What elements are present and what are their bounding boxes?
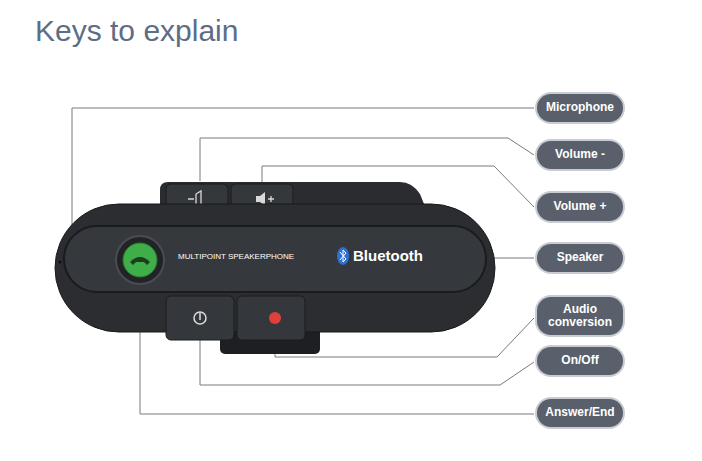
power-icon — [194, 312, 206, 324]
microphone-hole — [59, 261, 62, 264]
answer-button-face — [123, 243, 157, 277]
callout-label: Audio conversion — [543, 303, 617, 329]
callout-pill: Answer/End — [537, 399, 623, 427]
audio-button — [237, 296, 305, 340]
speaker-band — [64, 226, 486, 292]
callout-pill: Microphone — [537, 94, 623, 122]
callout-label: Speaker — [557, 251, 604, 264]
leader-line — [200, 138, 534, 181]
callout-label: Microphone — [546, 101, 614, 114]
bluetooth-logo — [337, 247, 349, 265]
callout-label: Answer/End — [545, 406, 614, 419]
red-dot — [269, 312, 281, 324]
answer-button — [116, 236, 164, 284]
callout-label: On/Off — [561, 354, 598, 367]
callout-pill: Volume + — [537, 193, 623, 221]
page-title: Keys to explain — [35, 14, 238, 48]
handset-icon — [130, 257, 150, 265]
callout-pill: Audio conversion — [537, 297, 623, 335]
callout-pill: Speaker — [537, 244, 623, 272]
callout-pill: On/Off — [537, 347, 623, 375]
device-print: MULTIPOINT SPEAKERPHONE — [178, 252, 294, 261]
power-button — [166, 296, 234, 340]
device-print: Bluetooth — [353, 247, 423, 264]
leader-line — [490, 258, 534, 259]
callout-label: Volume - — [555, 148, 605, 161]
bluetooth-rune — [340, 250, 346, 262]
callout-pill: Volume - — [537, 141, 623, 169]
callout-label: Volume + — [554, 200, 607, 213]
device-body — [55, 204, 495, 332]
